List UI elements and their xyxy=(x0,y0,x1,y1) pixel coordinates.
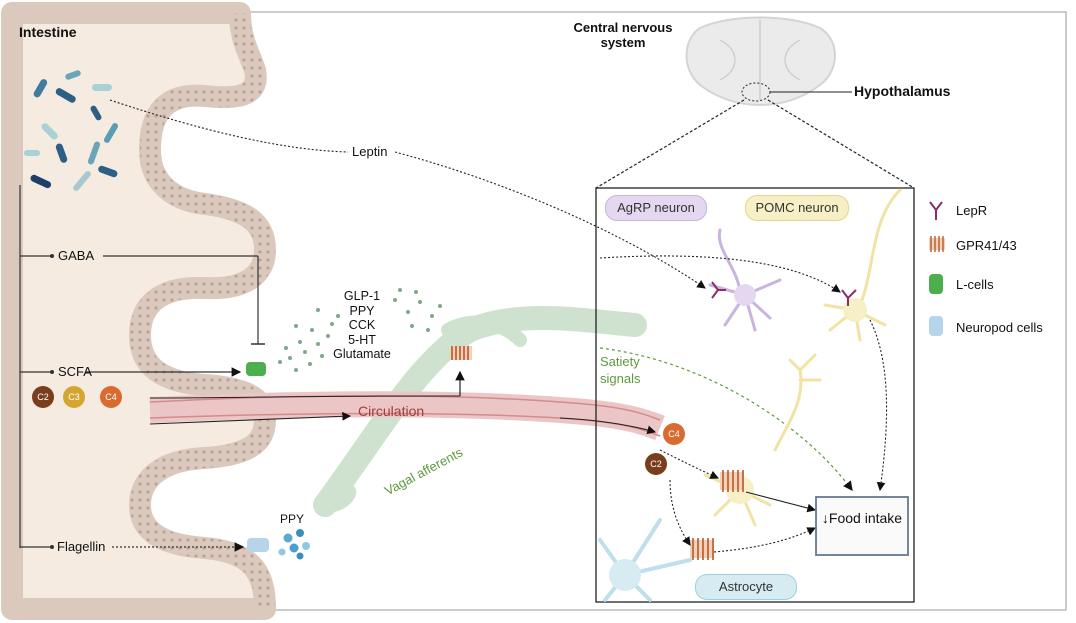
pomc-lepr xyxy=(841,289,857,306)
scfa-c2: C2 xyxy=(32,386,54,408)
leptin-label: Leptin xyxy=(352,144,388,159)
cns-label: Central nervous system xyxy=(573,20,673,50)
hypothalamus-label: Hypothalamus xyxy=(854,83,951,99)
flagellin-label: Flagellin xyxy=(57,539,106,554)
legend-neuropod-label: Neuropod cells xyxy=(956,320,1043,335)
food-intake-box xyxy=(815,496,909,556)
scfa-c3: C3 xyxy=(63,386,85,408)
legend-gpr-label: GPR41/43 xyxy=(956,238,1017,253)
brain-gpr-receptor-1 xyxy=(720,470,744,492)
brain-illustration xyxy=(685,16,836,107)
hormone-glp1: GLP-1 xyxy=(343,289,381,303)
astrocyte-cell xyxy=(598,518,692,602)
agrp-neuron xyxy=(708,228,782,332)
l-cell xyxy=(246,362,266,376)
intestine-label: Intestine xyxy=(19,24,77,40)
satiety-signals-label: Satiety signals xyxy=(600,354,641,386)
neuropod-cell xyxy=(247,538,269,552)
hormone-list: GLP-1 PPY CCK 5-HT Glutamate xyxy=(330,289,394,362)
vagal-afferent-nerve xyxy=(313,306,647,517)
astrocyte-pill: Astrocyte xyxy=(695,574,797,600)
vagal-gpr-receptor xyxy=(450,346,472,360)
agrp-lepr xyxy=(711,281,726,299)
hormone-5ht: 5-HT xyxy=(348,332,376,347)
scfa-label: SCFA xyxy=(58,364,92,379)
ppy-particles xyxy=(278,529,310,560)
lepr-receptor-icon xyxy=(929,201,943,220)
hormone-glutamate: Glutamate xyxy=(333,347,391,361)
ppy-release-label: PPY xyxy=(280,512,305,526)
circulation-vessel xyxy=(149,391,665,441)
l-cell-icon xyxy=(929,274,943,294)
agrp-neuron-pill: AgRP neuron xyxy=(605,195,707,221)
intestine-cells xyxy=(129,12,276,610)
brain-gpr-receptor-2 xyxy=(690,538,714,560)
legend-lcells-label: L-cells xyxy=(956,277,994,292)
leptin-path xyxy=(109,99,349,153)
hormone-ppy: PPY xyxy=(349,303,375,318)
hormone-spray xyxy=(278,288,442,372)
gaba-label: GABA xyxy=(58,248,95,263)
circulation-label: Circulation xyxy=(358,403,425,419)
hormone-cck: CCK xyxy=(348,318,376,332)
legend-lepr-label: LepR xyxy=(956,203,988,218)
gpr-receptor-icon xyxy=(929,236,945,252)
food-intake-label: ↓Food intake xyxy=(821,510,903,526)
brain-scfa-c2: C2 xyxy=(645,453,667,475)
pomc-neuron-pill: POMC neuron xyxy=(745,195,849,221)
neuropod-cell-icon xyxy=(929,316,943,336)
scfa-c4: C4 xyxy=(100,386,122,408)
brain-scfa-c4: C4 xyxy=(663,423,685,445)
gut-bacteria-cluster xyxy=(24,70,118,191)
hypothalamus-box xyxy=(595,187,915,603)
